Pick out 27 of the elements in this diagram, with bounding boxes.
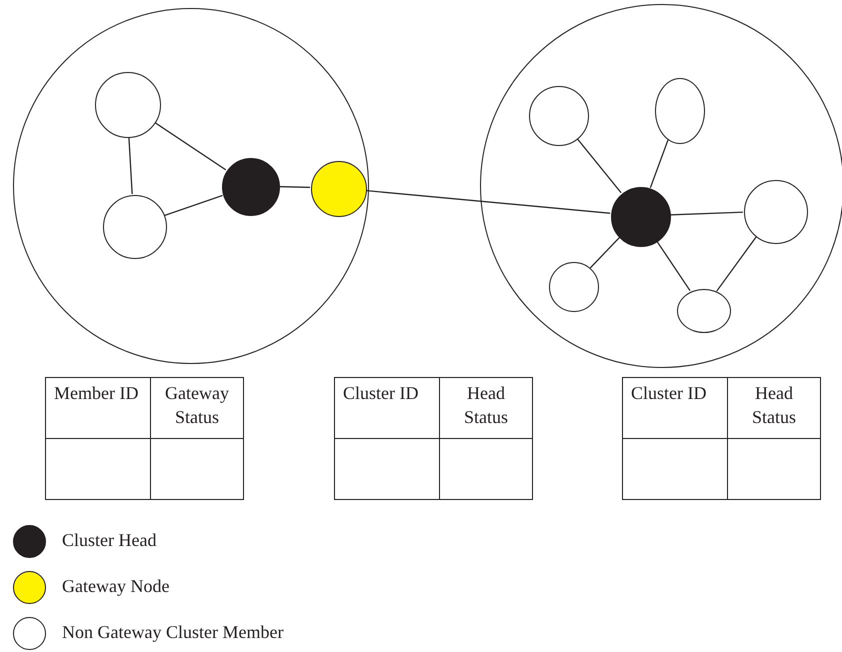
column-header: Head Status xyxy=(728,378,820,438)
connector-line xyxy=(278,186,310,188)
connector-line xyxy=(154,122,226,170)
connector-line xyxy=(716,236,757,292)
connector-line xyxy=(650,139,669,188)
connector-line xyxy=(590,237,620,268)
connector-line xyxy=(656,240,691,292)
connector-line xyxy=(576,138,622,194)
cluster-circle xyxy=(480,4,842,368)
member-node xyxy=(549,262,599,312)
column-header: Cluster ID xyxy=(334,378,440,438)
gateway-node xyxy=(311,161,367,217)
connector-line xyxy=(164,194,223,216)
connector-line xyxy=(128,136,133,194)
legend-label: Non Gateway Cluster Member xyxy=(62,621,284,643)
column-header: Member ID xyxy=(46,378,150,438)
cluster-head-node xyxy=(611,187,671,247)
member-node xyxy=(677,289,731,333)
legend-label: Cluster Head xyxy=(62,529,156,551)
member-node xyxy=(655,78,705,144)
connector-line xyxy=(670,212,744,216)
cluster-circle xyxy=(13,8,369,364)
legend-label: Gateway Node xyxy=(62,575,170,597)
column-header: Cluster ID xyxy=(622,378,728,438)
column-header: Head Status xyxy=(440,378,532,438)
column-header: Gateway Status xyxy=(150,378,244,438)
connector-line xyxy=(366,190,610,214)
